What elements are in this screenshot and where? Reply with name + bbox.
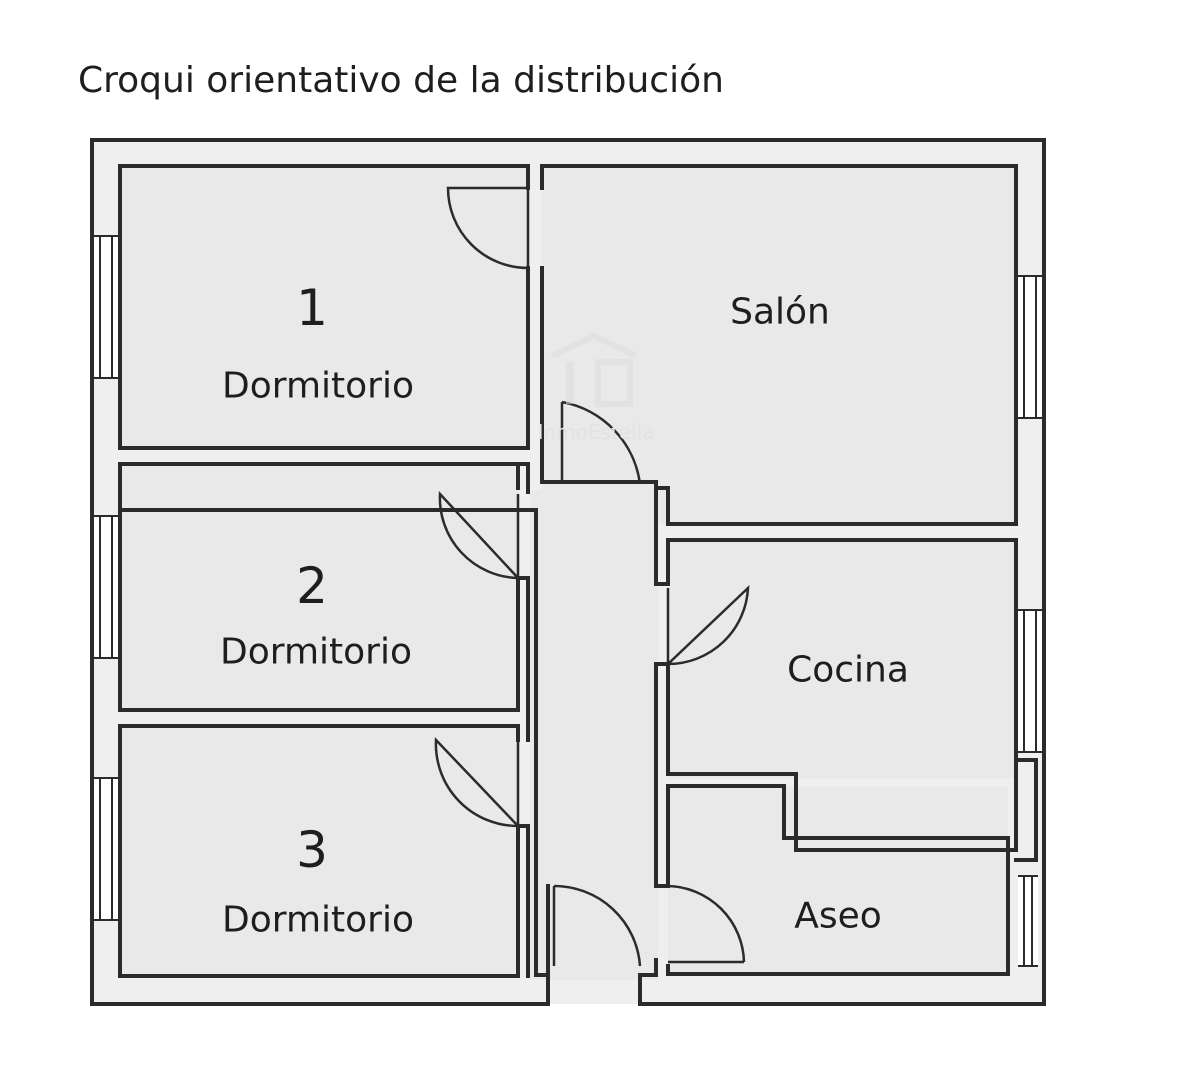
doors (434, 186, 750, 967)
dormitorio-1-walls (118, 164, 1018, 526)
room-number-1: 1 (296, 279, 328, 337)
room-label-dormitorio-3: Dormitorio (222, 899, 414, 941)
dormitorio-2-walls (118, 462, 530, 742)
room-label-cocina: Cocina (787, 649, 909, 691)
room-number-2: 2 (296, 557, 328, 615)
dormitorio-3-walls (118, 724, 530, 978)
room-label-dormitorio-2: Dormitorio (220, 631, 412, 673)
room-label-dormitorio-1: Dormitorio (222, 365, 414, 407)
watermark-text: InmoEstella (537, 420, 655, 444)
room-label-salon: Salón (730, 291, 830, 333)
room-number-3: 3 (296, 821, 328, 879)
outer-walls (90, 138, 1046, 1006)
cocina-walls (654, 538, 1018, 852)
diagram-title: Croqui orientativo de la distribución (78, 60, 724, 101)
windows (94, 235, 1042, 967)
aseo-walls (654, 758, 1038, 976)
corridor-walls (546, 486, 658, 977)
room-fills (120, 168, 1016, 980)
right-margin (1044, 0, 1188, 1080)
room-label-aseo: Aseo (794, 895, 882, 937)
watermark-logo (550, 332, 638, 407)
